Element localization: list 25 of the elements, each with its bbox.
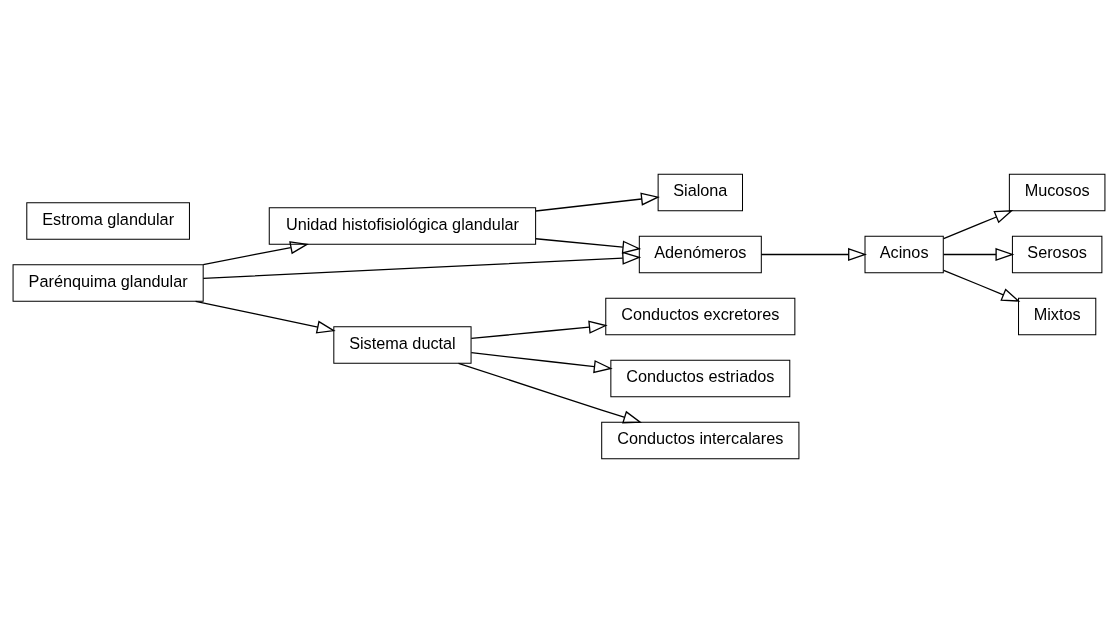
node-box: Sialona xyxy=(657,173,743,211)
arrow xyxy=(202,240,309,265)
node-box: Mixtos xyxy=(1017,297,1096,335)
arrow xyxy=(760,247,867,261)
arrow xyxy=(202,251,641,279)
node-box: Estroma glandular xyxy=(25,201,190,240)
node-box: Mucosos xyxy=(1008,173,1105,211)
node-box: Conductos estriados xyxy=(609,359,790,397)
node-box: Unidad histofisiológica glandular xyxy=(268,206,536,245)
node-box: Parénquima glandular xyxy=(12,263,204,302)
node-box: Serosos xyxy=(1011,235,1102,273)
arrow xyxy=(534,237,641,254)
arrow xyxy=(942,269,1020,302)
arrow xyxy=(534,192,660,212)
node-box: Acinos xyxy=(864,235,944,273)
arrow xyxy=(194,300,336,334)
node-box: Conductos intercalares xyxy=(600,421,799,459)
arrow xyxy=(942,209,1013,239)
node-box: Sistema ductal xyxy=(332,325,472,364)
arrow xyxy=(457,362,642,423)
node-box: Adenómeros xyxy=(638,235,762,273)
node-box: Conductos excretores xyxy=(604,297,795,335)
arrow xyxy=(470,320,608,339)
arrow xyxy=(470,351,613,373)
arrow xyxy=(942,247,1014,261)
